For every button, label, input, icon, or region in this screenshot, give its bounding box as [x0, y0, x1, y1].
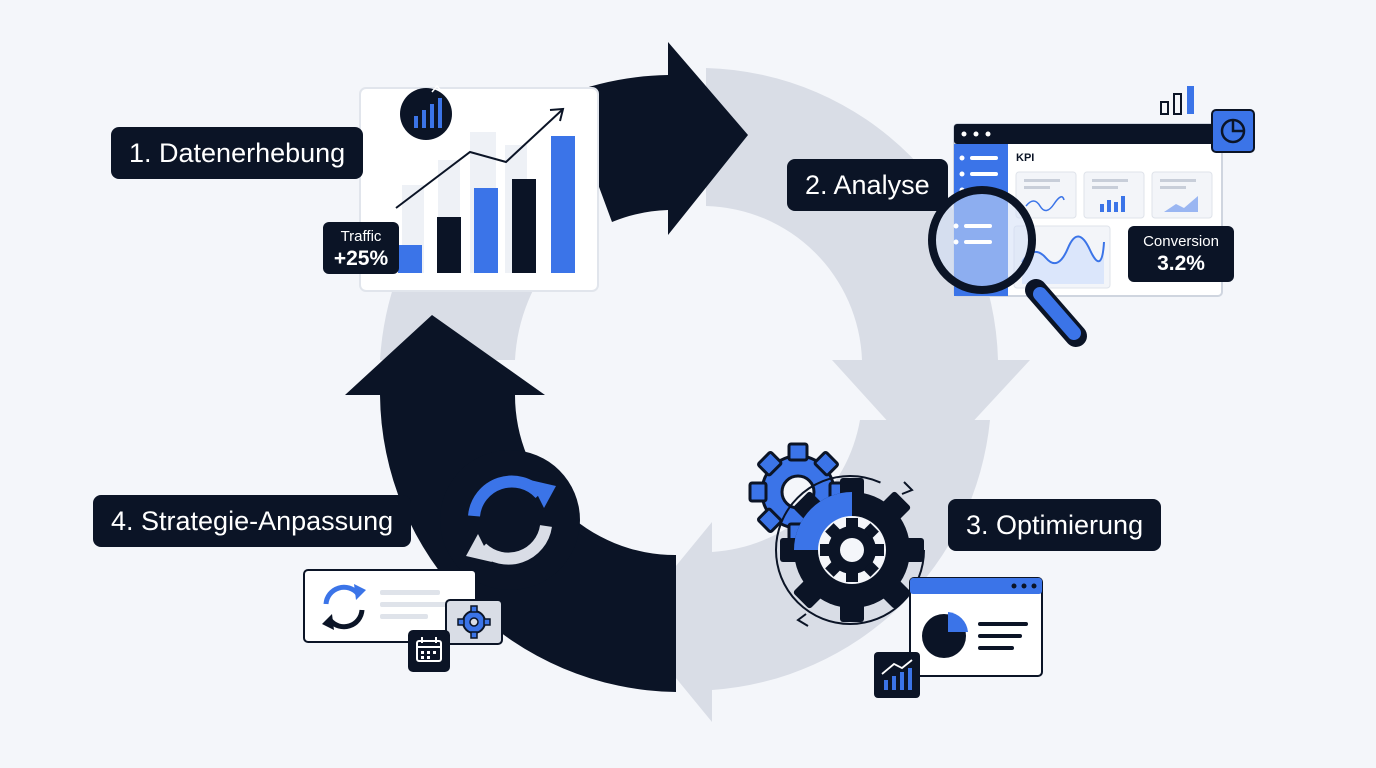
pie-chart-icon: [922, 612, 968, 658]
chart-bar: [437, 217, 461, 273]
calendar-icon: [408, 630, 450, 672]
traffic-badge: Traffic +25%: [323, 222, 399, 274]
step-label-3: 3. Optimierung: [948, 499, 1162, 551]
chart-bar: [551, 136, 575, 273]
magnifier-icon: [928, 186, 1087, 347]
bar-chart-icon: [1160, 86, 1194, 115]
refresh-icon: [440, 450, 580, 590]
chart-bar: [512, 179, 536, 273]
gear-icon: [780, 478, 924, 622]
conversion-label: Conversion: [1143, 233, 1219, 250]
bar-chart-icon: [400, 84, 452, 140]
trend-line: [395, 109, 563, 209]
chart-bar: [474, 188, 498, 273]
refresh-icon: [322, 584, 366, 630]
traffic-label: Traffic: [340, 228, 382, 245]
trend-chart-icon: [874, 652, 920, 698]
conversion-value: 3.2%: [1157, 252, 1205, 275]
traffic-value: +25%: [333, 247, 389, 270]
dashboard-kpi-label: KPI: [1016, 152, 1035, 164]
step-label-4: 4. Strategie-Anpassung: [93, 495, 412, 547]
chart-bar: [398, 245, 422, 273]
gear-icon: [445, 599, 503, 645]
navy-arrow-top: [565, 42, 748, 235]
step-label-2: 2. Analyse: [787, 159, 948, 211]
conversion-badge: Conversion 3.2%: [1128, 226, 1234, 282]
pie-chart-icon: [1211, 109, 1255, 153]
step-label-1: 1. Datenerhebung: [111, 127, 364, 179]
